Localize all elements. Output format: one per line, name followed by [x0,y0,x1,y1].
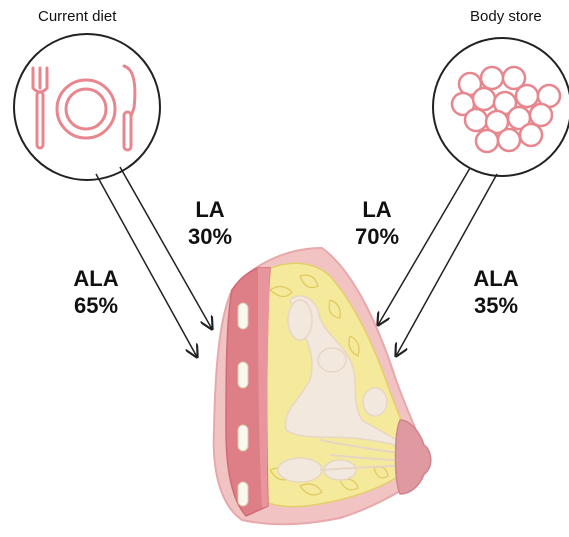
diet-la-label: LA 30% [170,196,250,250]
diet-ala-label: ALA 65% [56,265,136,319]
fat-cells-icon [433,38,569,176]
diet-la-value: 30% [170,223,250,250]
store-la-name: LA [337,196,417,223]
fork-plate-knife-icon [14,34,160,180]
store-ala-name: ALA [456,265,536,292]
store-la-label: LA 70% [337,196,417,250]
store-la-value: 70% [337,223,417,250]
diet-la-name: LA [170,196,250,223]
store-ala-value: 35% [456,292,536,319]
diet-ala-value: 65% [56,292,136,319]
store-ala-label: ALA 35% [456,265,536,319]
diet-ala-name: ALA [56,265,136,292]
